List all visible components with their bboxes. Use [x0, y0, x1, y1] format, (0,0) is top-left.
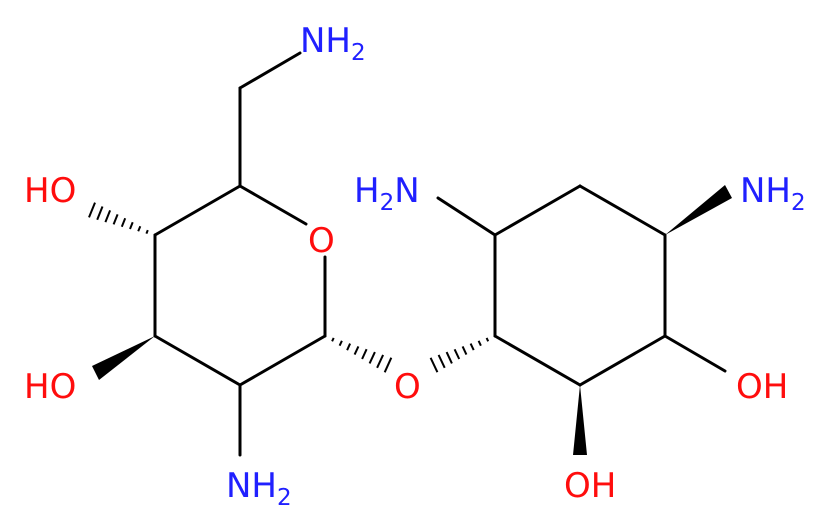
hash-stroke — [120, 217, 127, 228]
hydroxyl-right-label: OH — [736, 367, 788, 407]
cyclitol-ring-bonds — [436, 184, 727, 387]
hash-cf-o — [429, 337, 490, 373]
hydroxyl-bottom-label: OH — [564, 466, 616, 506]
wedge-c3-oh — [92, 336, 155, 380]
ring-oxygen-label: O — [308, 221, 335, 261]
amine-top-sub: 2 — [351, 40, 366, 66]
amine-left-label: H2N — [354, 171, 420, 216]
hash-stroke — [129, 221, 134, 230]
hash-stroke — [346, 343, 352, 351]
hash-stroke — [461, 345, 468, 356]
hash-stroke — [429, 357, 439, 373]
hash-stroke — [104, 210, 112, 223]
wedge-cc-nh2 — [665, 185, 732, 235]
hash-c4-oh — [88, 202, 149, 234]
bond-ca-cb — [493, 184, 582, 237]
bond-n-ca — [436, 196, 497, 237]
hash-stroke — [96, 206, 104, 221]
hash-stroke — [485, 337, 490, 342]
hash-stroke — [383, 357, 393, 373]
hash-stroke — [361, 348, 368, 360]
hash-stroke — [331, 337, 335, 342]
hash-c1-o — [331, 337, 393, 373]
hash-stroke — [137, 225, 142, 232]
bond-c1-c2 — [238, 334, 327, 387]
amine-right-label: NH2 — [740, 171, 806, 216]
bond-ce-cf — [493, 334, 582, 387]
amine-bottom-label: NH2 — [226, 466, 292, 511]
hash-stroke — [469, 343, 475, 351]
bond-c4-c5 — [153, 184, 242, 237]
amine-right-main: NH — [740, 171, 791, 211]
hash-stroke — [376, 354, 385, 369]
hash-stroke — [88, 202, 96, 218]
bond-c6-n — [238, 51, 302, 90]
hash-stroke — [445, 351, 453, 364]
amine-right-sub: 2 — [791, 190, 806, 216]
amine-top-main: NH — [300, 21, 351, 61]
bridge-oxygen-label: O — [394, 367, 421, 407]
wedge-bonds — [92, 185, 732, 455]
hash-stroke — [437, 354, 446, 369]
hashed-bonds — [88, 202, 490, 373]
hydroxyl-upper-label: HO — [24, 171, 76, 211]
hydroxyl-lower-label: HO — [24, 367, 76, 407]
hash-stroke — [453, 348, 461, 360]
hash-stroke — [338, 340, 343, 347]
amine-left-sub: 2 — [380, 190, 395, 216]
bond-cd-ce — [578, 334, 667, 387]
sugar-ring-bonds — [153, 51, 327, 457]
hash-stroke — [368, 351, 376, 364]
wedge-ce-oh — [573, 385, 587, 455]
amine-left-main2: N — [394, 171, 419, 211]
amine-left-main: H — [354, 171, 380, 211]
amine-bottom-sub: 2 — [277, 485, 292, 511]
hash-stroke — [112, 214, 119, 225]
hash-stroke — [477, 340, 482, 347]
bond-c5-o — [238, 184, 308, 226]
hash-stroke — [145, 229, 149, 234]
bond-cb-cc — [578, 184, 667, 237]
amine-bottom-main: NH — [226, 466, 277, 506]
hash-stroke — [353, 345, 360, 356]
amine-top-label: NH2 — [300, 21, 366, 66]
bond-c2-c3 — [153, 334, 242, 387]
bond-cd-oh — [663, 334, 727, 373]
